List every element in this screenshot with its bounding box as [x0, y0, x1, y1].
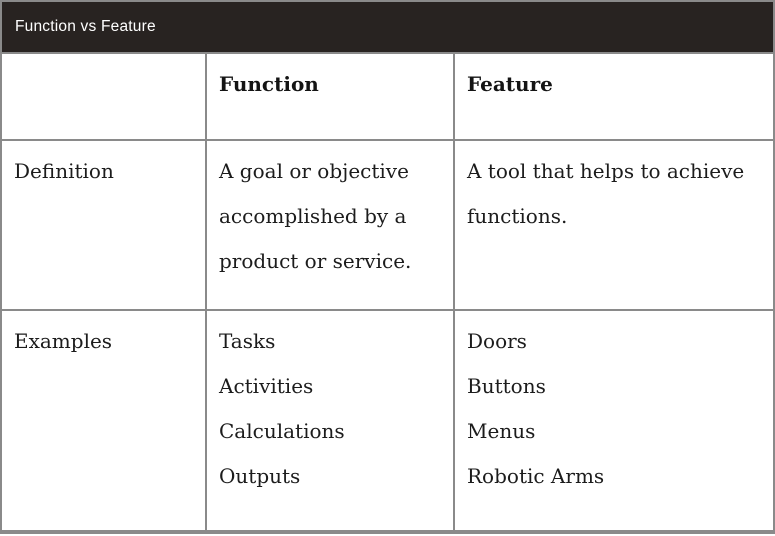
header-cell-feature: Feature — [455, 54, 773, 141]
header-cell-function: Function — [207, 54, 455, 141]
example-item: Robotic Arms — [467, 464, 605, 488]
row-label-examples: Examples — [2, 311, 207, 530]
example-item: Tasks — [219, 329, 276, 353]
example-item: Menus — [467, 419, 536, 443]
table-title: Function vs Feature — [15, 18, 156, 35]
definition-feature-cell: A tool that helps to achieve functions. — [455, 141, 773, 311]
table-grid: Function Feature Definition A goal or ob… — [2, 54, 773, 530]
example-item: Outputs — [219, 464, 301, 488]
example-item: Activities — [219, 374, 314, 398]
examples-function-cell: Tasks Activities Calculations Outputs — [207, 311, 455, 530]
row-label-definition: Definition — [2, 141, 207, 311]
example-item: Doors — [467, 329, 527, 353]
example-item: Calculations — [219, 419, 345, 443]
header-cell-empty — [2, 54, 207, 141]
example-item: Buttons — [467, 374, 546, 398]
table-title-bar: Function vs Feature — [2, 2, 773, 54]
examples-feature-cell: Doors Buttons Menus Robotic Arms — [455, 311, 773, 530]
definition-function-cell: A goal or objective accomplished by a pr… — [207, 141, 455, 311]
